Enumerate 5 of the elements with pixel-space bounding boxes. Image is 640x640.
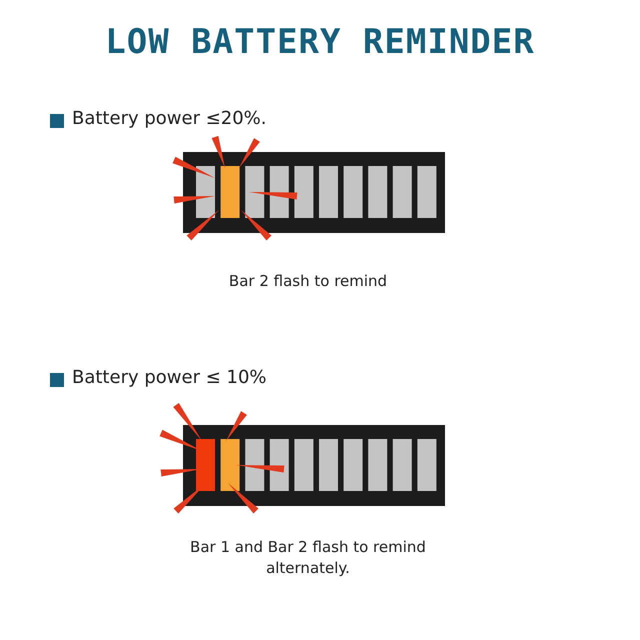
title: LOW BATTERY REMINDER bbox=[104, 22, 536, 62]
heading-text: Battery power ≤ 10% bbox=[72, 367, 267, 388]
caption-text: Bar 1 and Bar 2 flash to remind alternately. bbox=[189, 537, 427, 579]
caption-text: Bar 2 flash to remind bbox=[228, 272, 388, 290]
heading-text: Battery power ≤20%. bbox=[72, 108, 267, 129]
